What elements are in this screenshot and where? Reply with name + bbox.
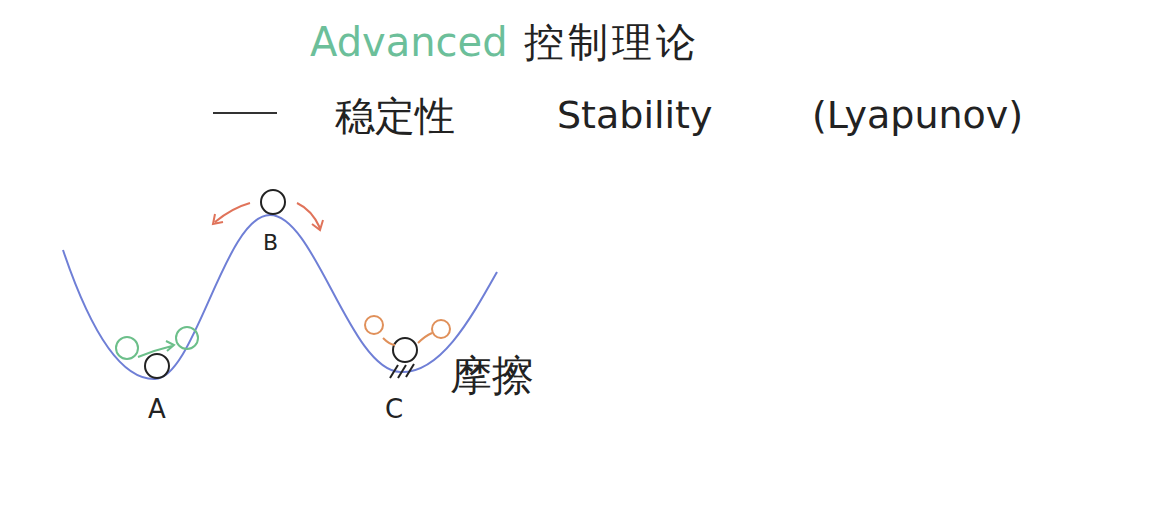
heading-text: (Lyapunov) — [812, 96, 1023, 134]
friction-hatch — [390, 364, 414, 378]
ball-a — [145, 354, 169, 378]
swing-arrow — [138, 341, 174, 357]
ball-b — [261, 190, 285, 214]
title: Advanced 控制理论 — [310, 22, 700, 62]
note-text: 摩擦 — [450, 355, 534, 397]
point-label: C — [385, 396, 403, 422]
ghost-ball — [116, 337, 138, 359]
point-label: A — [148, 396, 166, 422]
fall-arrow — [213, 203, 250, 224]
swing-arrow — [383, 333, 432, 345]
potential-curve — [63, 215, 497, 379]
ghost-ball — [432, 320, 450, 338]
ghost-ball — [176, 327, 198, 349]
heading-text: 稳定性 — [335, 96, 455, 136]
ghost-ball — [365, 316, 383, 334]
dash-line — [213, 112, 277, 114]
ball-c — [393, 338, 417, 362]
fall-arrow — [297, 203, 323, 230]
point-label: B — [263, 232, 278, 254]
heading-text: Stability — [557, 96, 713, 134]
